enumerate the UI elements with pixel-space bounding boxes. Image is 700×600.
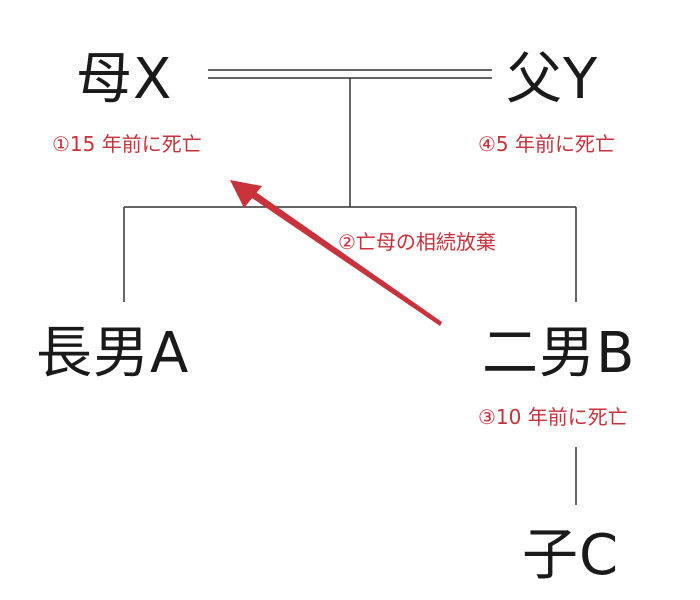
father-y-label: 父Y xyxy=(506,47,599,112)
second-son-b-label: 二男B xyxy=(482,321,636,386)
renunciation-arrow-shaft xyxy=(249,190,442,326)
father-death-note: ④5 年前に死亡 xyxy=(478,132,616,156)
mother-death-note: ①15 年前に死亡 xyxy=(52,132,202,156)
mother-x-label: 母X xyxy=(76,47,173,112)
renunciation-arrow-head xyxy=(230,180,262,208)
child-c-label: 子C xyxy=(522,523,620,588)
second-son-death-note: ③10 年前に死亡 xyxy=(478,405,628,429)
eldest-son-a-label: 長男A xyxy=(36,321,190,386)
renunciation-note: ②亡母の相続放棄 xyxy=(338,230,496,254)
